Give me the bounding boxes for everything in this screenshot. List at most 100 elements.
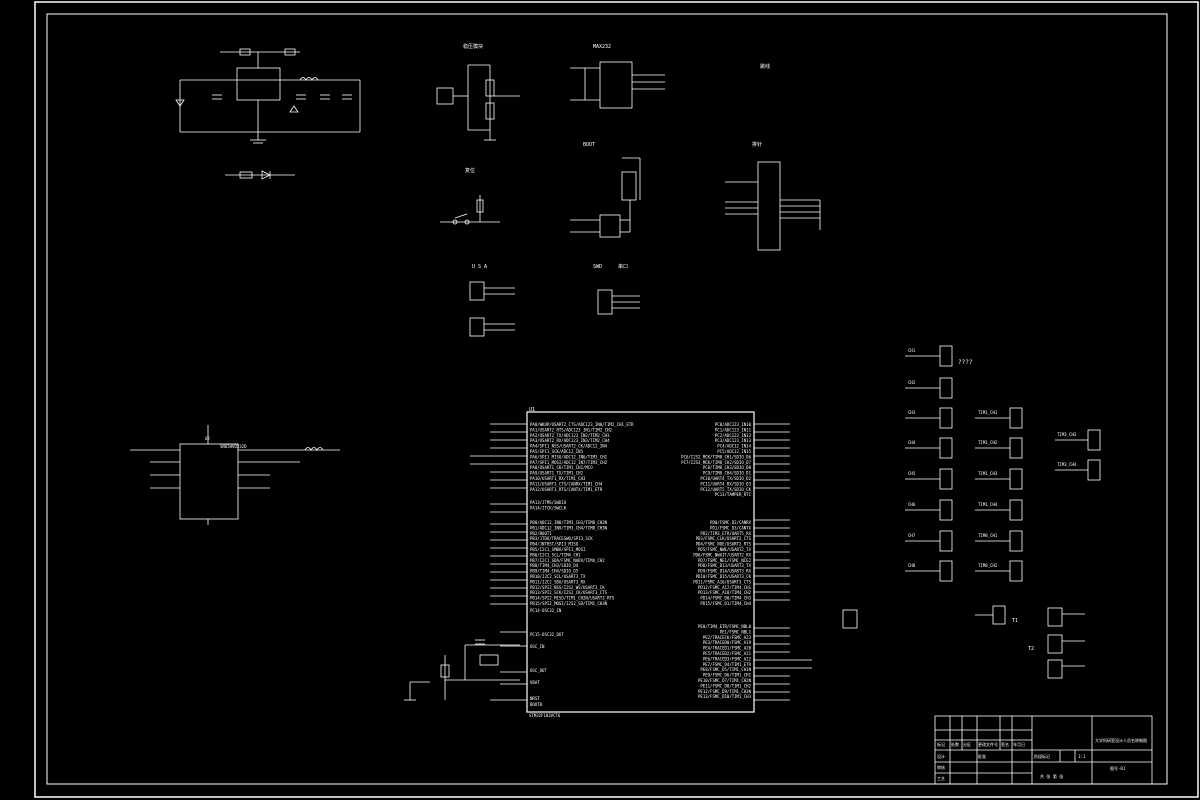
title-block-row-5: 年月日 xyxy=(1013,741,1025,747)
mcu-pin-label: PE1/FSMC_NBL1 xyxy=(720,629,752,634)
title-block-scale: 1:1 xyxy=(1078,754,1086,759)
title-block-role-0: 设计 xyxy=(937,753,945,759)
mcu-pin-label: PC8/TIM8_CH3/SDIO_D0 xyxy=(703,465,752,470)
mcu-pin-label: PA2/USART2_TX/ADC123_IN2/TIM2_CH3 xyxy=(530,433,610,438)
mcu-pin-label: PB1/ADC12_IN9/TIM3_CH4/TIM8_CH3N xyxy=(530,525,608,530)
mcu-pin-label: BOOT0 xyxy=(530,702,543,707)
mcu-pin-label: PD5/FSMC_NWE/USART2_TX xyxy=(698,547,752,552)
crystal-circuit xyxy=(404,639,520,701)
mcu-pin-label: PC7/I2S3_MCK/TIM8_CH2/SDIO_D7 xyxy=(681,460,751,465)
encoder-labels: U2 SN65HVD232D xyxy=(205,436,247,449)
mcu-pin-label: PB6/I2C1_SCL/TIM4_CH1 xyxy=(530,552,581,557)
connector-label: TIM1_CH3 xyxy=(978,471,998,476)
label-reset-module: 稳压模块 xyxy=(463,43,483,50)
reset-switch-block xyxy=(440,195,500,225)
mcu-pin-label: PE13/FSMC_D10/TIM1_CH3 xyxy=(698,694,752,699)
mcu-pin-label: PB0/ADC12_IN8/TIM3_CH3/TIM8_CH2N xyxy=(530,520,608,525)
mcu-pin-label: NRST xyxy=(530,696,540,701)
mcu-pin-label: PD4/FSMC_NOE/USART2_RTS xyxy=(696,542,752,547)
mcu-pin-label: PE10/FSMC_D7/TIM1_CH2N xyxy=(698,678,752,683)
mcu-pin-label: PD9/FSMC_D14/USART3_RX xyxy=(698,569,752,574)
title-block-row-4: 签名 xyxy=(1001,741,1009,747)
connector-label: CH2 xyxy=(908,380,916,385)
mcu-pin-label: VBAT xyxy=(530,680,540,685)
mcu-pin-label: PA14/JTCK/SWCLK xyxy=(530,505,567,510)
connector-label: TIM8_CH2 xyxy=(978,563,998,568)
can-transceiver-block xyxy=(130,425,340,525)
mcu-pin-label: PC15-OSC32_OUT xyxy=(530,632,564,637)
mcu-left-pins xyxy=(470,423,527,701)
mcu-pin-label: PE0/TIM4_ETR/FSMC_NBL0 xyxy=(698,624,752,629)
mcu-pin-label: PA1/USART2_RTS/ADC123_IN1/TIM2_CH2 xyxy=(530,427,612,432)
mcu-pin-label: PD3/FSMC_CLK/USART2_CTS xyxy=(696,536,752,541)
connector-label: TIM8_CH1 xyxy=(978,533,998,538)
label-max232: MAX232 xyxy=(593,44,611,50)
swd-connector xyxy=(597,289,640,315)
mcu-pin-label: PA0/WKUP/USART2_CTS/ADC123_IN0/TIM2_CH1_… xyxy=(530,422,634,427)
label-boot: BOOT xyxy=(583,142,595,148)
mcu-pin-label: PC13/TAMPER_RTC xyxy=(715,492,752,497)
label-question: ???? xyxy=(958,359,973,366)
motor-label-1: T1 xyxy=(1012,618,1018,624)
mcu-pin-label: PB7/I2C1_SDA/FSMC_NADV/TIM4_CH2 xyxy=(530,558,605,563)
mcu-body xyxy=(526,411,755,713)
mcu-pin-label: PD0/FSMC_D2/CANRX xyxy=(710,520,752,525)
mcu-pin-label: PC11/UART4_RX/SDIO_D3 xyxy=(700,481,751,486)
title-block-row-2: 分区 xyxy=(963,741,971,747)
mcu-pin-label: PD1/FSMC_D3/CANTX xyxy=(710,525,752,530)
mcu-pin-label: PD10/FSMC_D15/USART3_CK xyxy=(696,574,752,579)
mcu-pin-label: PB14/SPI2_MISO/TIM1_CH2N/USART3_RTS xyxy=(530,596,615,601)
motor-labels: T1 T2 xyxy=(1012,618,1034,652)
title-block-row-3: 更改文件号 xyxy=(978,741,998,747)
connector-label: CH6 xyxy=(908,502,916,507)
connector-label: CH3 xyxy=(908,410,916,415)
connector-label: TIM1_CH2 xyxy=(978,440,998,445)
mcu-pin-label: PB3/JTDO/TRACESWO/SPI3_SCK xyxy=(530,536,593,541)
title-block-text: 大学科研室设计人员名称制图 图号-01 1:1 阶段标记 共 张 第 张 标记 … xyxy=(937,737,1147,781)
mcu-pin-label: PA3/USART2_RX/ADC123_IN3/TIM2_CH4 xyxy=(530,438,610,443)
connector-label: CH5 xyxy=(908,471,916,476)
mcu-ref: U1 xyxy=(529,407,535,413)
mcu-pin-label: OSC_IN xyxy=(530,644,545,649)
mcu-pin-label: PC1/ADC123_IN11 xyxy=(715,427,752,432)
mcu-pin-label: PD7/FSMC_NE1/FSMC_NCE2 xyxy=(698,558,752,563)
mcu-pin-label: PE3/TRACED0/FSMC_A19 xyxy=(703,640,752,645)
title-block-title: 大学科研室设计人员名称制图 xyxy=(1095,737,1147,743)
mcu-pin-label: PE2/TRACECK/FSMC_A23 xyxy=(703,635,752,640)
mcu-pin-label: PA7/SPI1_MOSI/ADC12_IN7/TIM3_CH2 xyxy=(530,460,608,465)
mcu-pin-label: PD6/FSMC_NWAIT/USART2_RX xyxy=(693,552,751,557)
mcu-pin-label: PB15/SPI2_MOSI/I2S2_SD/TIM1_CH3N xyxy=(530,601,608,606)
mcu-pin-label: PB8/TIM4_CH3/SDIO_D4 xyxy=(530,563,579,568)
encoder-ref: U2 xyxy=(205,436,210,441)
mcu-pin-label: PA11/USART1_CTS/CANRX/TIM1_CH4 xyxy=(530,481,603,486)
mcu-pin-label: PC6/I2S2_MCK/TIM8_CH1/SDIO_D6 xyxy=(681,454,751,459)
label-header: 排针 xyxy=(752,141,762,148)
label-swd: SWD xyxy=(593,264,602,270)
mcu-pin-label: PC5/ADC12_IN15 xyxy=(717,449,751,454)
inner-border xyxy=(46,13,1168,785)
outer-border xyxy=(34,1,1199,798)
title-block-role-3: 批准 xyxy=(978,753,986,759)
power-indicator-block xyxy=(225,170,295,180)
mcu-pin-label: OSC_OUT xyxy=(530,668,547,673)
mcu-pin-label: PC10/UART4_TX/SDIO_D2 xyxy=(700,476,751,481)
label-sensor: U S A xyxy=(472,264,487,270)
power-regulator-block xyxy=(175,48,361,144)
mcu-pin-label: PB9/TIM4_CH4/SDIO_D5 xyxy=(530,569,579,574)
mcu-pin-label: PD15/FSMC_D1/TIM4_CH4 xyxy=(700,601,751,606)
mcu-pin-label: PC9/TIM8_CH4/SDIO_D1 xyxy=(703,471,752,476)
mcu-right-pin-labels: PC0/ADC123_IN10PC1/ADC123_IN11PC2/ADC123… xyxy=(681,422,751,699)
connector-label: TIM1_CH4 xyxy=(978,502,998,507)
motor-label-2: T2 xyxy=(1028,646,1034,652)
mcu-pin-label: PD11/FSMC_A16/USART3_CTS xyxy=(693,579,751,584)
motor-connectors xyxy=(842,605,1085,679)
servo-connectors-right-column xyxy=(975,407,1023,582)
title-block-role-2: 工艺 xyxy=(937,776,945,781)
connector-label: TIM3_CH3 xyxy=(1057,432,1077,437)
mcu-part-number: STM32F103VCT6 xyxy=(529,713,561,718)
mcu-pin-label: PB11/I2C2_SDA/USART3_RX xyxy=(530,579,586,584)
mcu-pin-label: PE4/TRACED1/FSMC_A20 xyxy=(703,646,752,651)
mcu-pin-label: PD2/TIM3_ETR/UART5_RX xyxy=(700,531,751,536)
mcu-pin-label: PC4/ADC12_IN14 xyxy=(717,444,751,449)
